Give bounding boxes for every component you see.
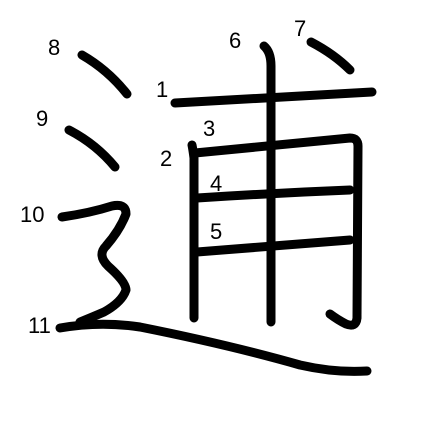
stroke-number-labels: 1 2 3 4 5 6 7 8 9 10 11 — [20, 16, 306, 338]
stroke-2 — [187, 140, 199, 323]
stroke-number-5: 5 — [210, 219, 222, 244]
strokes — [55, 37, 377, 376]
stroke-number-4: 4 — [210, 171, 222, 196]
stroke-9 — [64, 125, 120, 172]
stroke-8 — [77, 50, 132, 99]
stroke-number-8: 8 — [48, 35, 60, 60]
stroke-number-6: 6 — [229, 28, 241, 53]
stroke-7 — [306, 37, 355, 75]
stroke-number-2: 2 — [160, 146, 172, 171]
stroke-3 — [190, 133, 363, 330]
stroke-number-1: 1 — [156, 77, 168, 102]
stroke-number-10: 10 — [20, 202, 44, 227]
stroke-number-3: 3 — [203, 116, 215, 141]
stroke-number-9: 9 — [36, 106, 48, 131]
stroke-11 — [55, 319, 372, 376]
stroke-10 — [57, 200, 131, 327]
stroke-number-11: 11 — [28, 313, 51, 338]
stroke-number-7: 7 — [294, 16, 306, 41]
stroke-6 — [259, 41, 276, 327]
